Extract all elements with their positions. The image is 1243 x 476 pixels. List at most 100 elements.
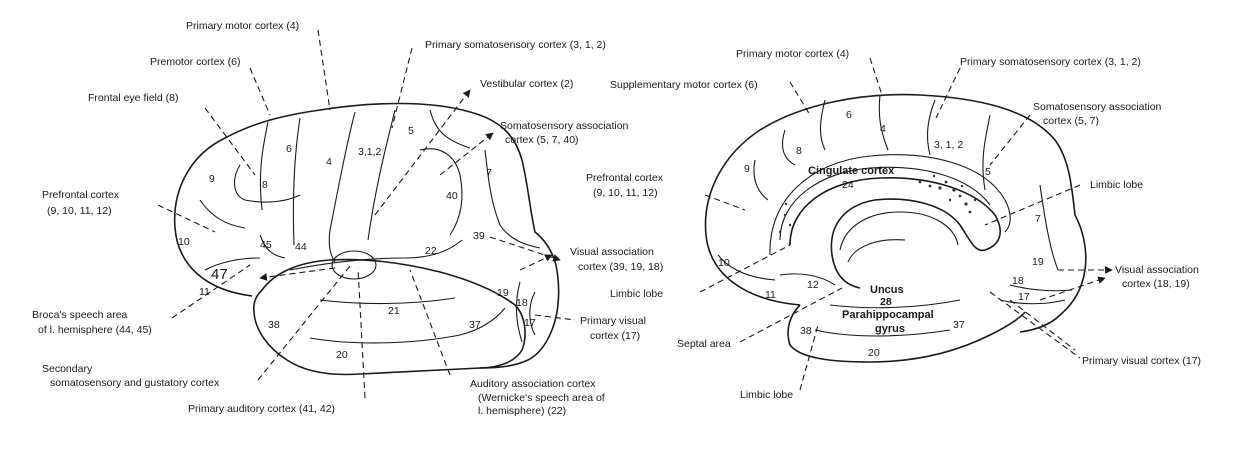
medial-central-sulcus: [878, 94, 889, 151]
medial-area-7: 7: [1035, 213, 1041, 225]
medial-frontal-fold-2: [753, 159, 769, 201]
label-medial-somatosensory-association-2: cortex (5, 7): [1043, 115, 1099, 127]
area-17: 17: [524, 317, 536, 329]
medial-area-12: 12: [807, 279, 819, 291]
cingulate-sulcus: [769, 154, 1011, 256]
leader-limbic-lobe-left: [699, 244, 791, 293]
leader-broca-arrow: [259, 267, 336, 281]
label-parahippocampal-2: gyrus: [875, 323, 905, 335]
area-6: 6: [286, 143, 292, 155]
medial-area-3-1-2: 3, 1, 2: [934, 139, 963, 151]
leader-primary-auditory: [357, 267, 366, 399]
postcentral-sulcus: [367, 109, 396, 241]
area-45: 45: [260, 239, 272, 251]
occipital-area-fold: [515, 281, 523, 343]
area-3-1-2: 3,1,2: [358, 146, 382, 158]
area-10: 10: [178, 236, 190, 248]
medial-temporal-outline: [787, 304, 1026, 363]
label-septal-area: Septal area: [677, 338, 731, 350]
label-uncus: Uncus: [870, 284, 904, 296]
cingulate-inner: [779, 166, 991, 241]
area-44: 44: [295, 241, 307, 253]
precentral-sulcus: [292, 117, 301, 246]
inferior-temporal-sulcus: [309, 307, 506, 344]
parieto-occipital-fold: [484, 149, 541, 249]
parietal-fold: [419, 148, 463, 236]
label-primary-motor-cortex: Primary motor cortex (4): [186, 20, 299, 32]
label-auditory-association-1: Auditory association cortex: [470, 378, 596, 390]
area-5: 5: [408, 125, 414, 137]
leader-somatosensory-association: [439, 132, 494, 176]
area-11: 11: [199, 286, 210, 298]
label-medial-primary-somatosensory: Primary somatosensory cortex (3, 1, 2): [960, 56, 1141, 68]
label-supplementary-motor: Supplementary motor cortex (6): [610, 79, 758, 91]
medial-area-9: 9: [744, 163, 750, 175]
label-parahippocampal-1: Parahippocampal: [842, 309, 934, 321]
area-9: 9: [209, 173, 215, 185]
leader-medial-primary-somatosensory: [935, 67, 961, 119]
medial-area-4: 4: [880, 123, 886, 135]
area-37: 37: [469, 319, 481, 331]
frontal-division: [259, 121, 269, 211]
medial-area-18: 18: [1012, 275, 1024, 287]
leader-medial-primary-motor: [869, 57, 883, 96]
label-auditory-association-3: l. hemisphere) (22): [478, 405, 566, 417]
medial-paracentral-sulcus: [819, 99, 826, 151]
corpus-callosum: [789, 177, 1001, 289]
medial-area-28: 28: [880, 296, 892, 308]
label-broca-1: Broca's speech area: [32, 309, 128, 321]
medial-orbital-fold: [717, 254, 776, 281]
medial-frontal-fold: [781, 129, 796, 166]
label-medial-visual-association-1: Visual association: [1115, 264, 1199, 276]
label-medial-somatosensory-association-1: Somatosensory association: [1033, 101, 1162, 113]
medial-area-24: 24: [842, 179, 854, 191]
fornix-inner: [847, 239, 906, 263]
calcarine-sulcus: [1009, 284, 1073, 292]
label-medial-visual-association-2: cortex (18, 19): [1122, 278, 1190, 290]
medial-parietal-sulcus: [982, 114, 991, 191]
label-primary-visual-1: Primary visual: [580, 315, 646, 327]
label-medial-prefrontal-2: (9, 10, 11, 12): [593, 187, 658, 199]
leader-medial-primary-visual: [989, 291, 1081, 359]
fornix-outline: [839, 211, 959, 251]
label-medial-primary-visual: Primary visual cortex (17): [1082, 355, 1201, 367]
label-primary-auditory-cortex: Primary auditory cortex (41, 42): [188, 403, 335, 415]
label-somatosensory-association-1: Somatosensory association: [500, 120, 629, 132]
area-8: 8: [262, 179, 268, 191]
area-19: 19: [497, 287, 509, 299]
medial-area-37: 37: [953, 319, 965, 331]
cingulate-stipple: [778, 174, 977, 234]
superior-parietal-fold: [429, 109, 471, 149]
label-prefrontal-cortex-2: (9, 10, 11, 12): [47, 205, 112, 217]
label-limbic-lobe-bottom: Limbic lobe: [740, 389, 793, 401]
leader-medial-primary-visual-2: [1009, 299, 1076, 351]
leader-septal-area: [739, 287, 843, 343]
calcarine-fold: [529, 291, 536, 336]
label-medial-primary-motor: Primary motor cortex (4): [736, 48, 849, 60]
medial-area-17: 17: [1018, 291, 1030, 303]
leader-premotor: [249, 67, 271, 116]
medial-area-10: 10: [718, 257, 730, 269]
leader-limbic-lobe-right: [984, 184, 1081, 226]
area-38: 38: [268, 319, 280, 331]
label-medial-prefrontal-1: Prefrontal cortex: [586, 172, 664, 184]
label-prefrontal-cortex-1: Prefrontal cortex: [42, 189, 120, 201]
area-21: 21: [388, 305, 400, 317]
leader-primary-visual: [534, 314, 576, 321]
leader-primary-somatosensory: [391, 47, 413, 129]
medial-cerebrum-outline: [704, 93, 1087, 333]
collateral-sulcus: [829, 299, 961, 309]
area-4: 4: [326, 156, 332, 168]
medial-area-6: 6: [846, 109, 852, 121]
lateral-brain-view: 6 4 3,1,2 5 8 9 7 40 39 10 45 44 22 47 1…: [32, 20, 663, 417]
label-primary-visual-2: cortex (17): [590, 330, 640, 342]
medial-area-19: 19: [1032, 256, 1044, 268]
area-20: 20: [336, 349, 348, 361]
area-22: 22: [425, 245, 437, 257]
leader-supplementary-motor: [789, 81, 811, 116]
label-cingulate-cortex: Cingulate cortex: [808, 165, 895, 177]
area-47: 47: [211, 266, 228, 283]
label-limbic-lobe-right: Limbic lobe: [1090, 179, 1143, 191]
calcarine-sulcus-2: [999, 299, 1066, 305]
